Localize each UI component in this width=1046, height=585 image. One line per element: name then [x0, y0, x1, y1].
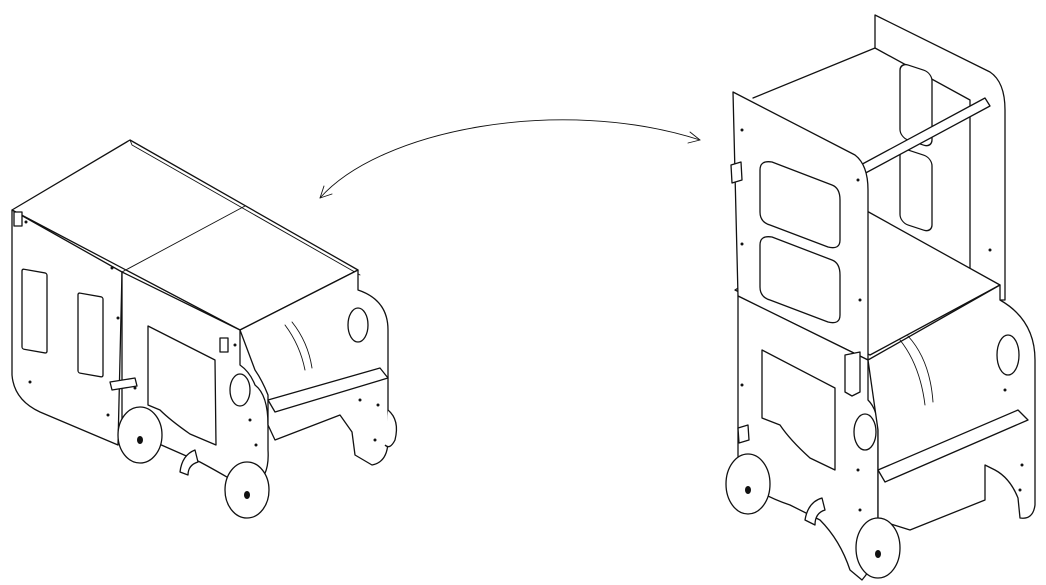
car-latch-top-left — [13, 211, 23, 227]
tower-wheel-rear — [855, 517, 901, 579]
car-inner-curve — [284, 324, 306, 371]
tower-front-window-1 — [759, 161, 841, 249]
tower-inner-curve — [899, 339, 926, 406]
car-window-2 — [77, 292, 104, 378]
car-top-seam — [121, 205, 246, 273]
arrow-head-left — [319, 185, 333, 199]
car-door-opening — [147, 325, 217, 446]
tower-top-rim — [752, 47, 876, 99]
transform-arrow — [319, 119, 701, 199]
tower-inner-curve-2 — [907, 335, 934, 403]
car-porthole — [229, 373, 251, 407]
tower-screws — [740, 128, 1024, 512]
tower-wheel-front — [725, 453, 771, 515]
car-window-1 — [21, 268, 48, 354]
tower-latch-upper — [730, 161, 743, 184]
tower-lower-step — [877, 409, 1029, 483]
car-screws — [24, 220, 380, 447]
arrow-head-right — [687, 131, 701, 144]
car-wheel-front-right — [224, 461, 270, 519]
tower-door-opening — [761, 349, 836, 471]
toy-car-assembly — [11, 139, 398, 519]
car-clasp — [109, 377, 138, 391]
car-step-foot — [179, 449, 199, 476]
tower-back-window-2 — [899, 148, 933, 232]
tower-front-porthole — [853, 413, 877, 451]
tower-back-porthole — [996, 334, 1020, 376]
learning-tower-assembly — [725, 14, 1036, 581]
car-inner-curve-2 — [291, 321, 313, 369]
car-top-edge — [129, 139, 361, 276]
car-inner-shelf — [267, 367, 389, 413]
car-wheel-rear — [384, 409, 398, 448]
tower-latch-clamp — [844, 351, 861, 397]
car-back-side-panel — [11, 209, 123, 446]
car-latch-top-right — [219, 337, 229, 353]
arrow-curve — [319, 119, 701, 199]
car-right-porthole — [347, 307, 369, 343]
tower-latch-lower — [737, 424, 750, 444]
car-wheel-front-left — [117, 406, 163, 464]
tower-back-upper-panel — [874, 14, 1006, 301]
tower-step-foot — [804, 497, 826, 526]
tower-front-window-2 — [759, 236, 841, 324]
